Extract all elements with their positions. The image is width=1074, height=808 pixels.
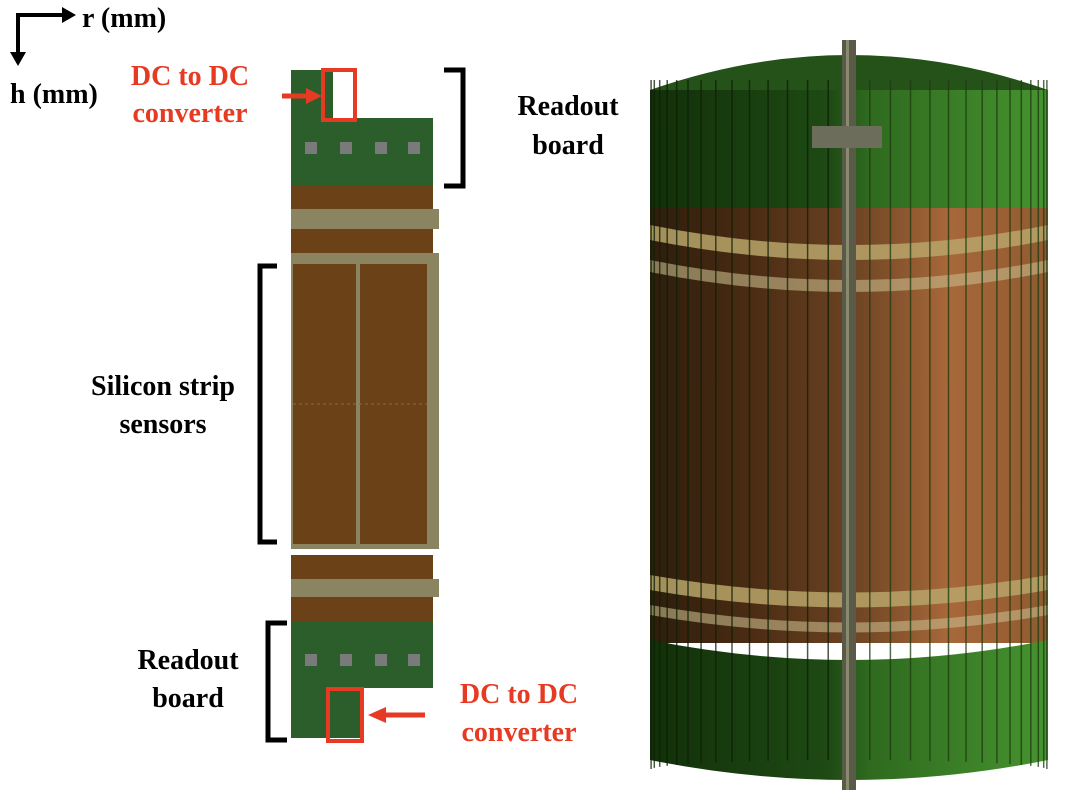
dc-top-label-line2: converter xyxy=(132,98,248,129)
dc-top-label-line1: DC to DC xyxy=(130,61,250,92)
cylinder-center-clamp xyxy=(812,126,882,148)
bottom-dc-arrow-head xyxy=(368,707,386,723)
bracket-top-readout xyxy=(444,67,466,189)
bottom-chip-1 xyxy=(305,654,317,666)
bottom-dc-converter-highlight xyxy=(326,687,364,743)
bottom-chip-4 xyxy=(408,654,420,666)
top-tan-stripe xyxy=(291,209,439,229)
barrel-cylinder xyxy=(650,40,1048,790)
dc-bottom-label-line1: DC to DC xyxy=(459,679,579,710)
top-chip-1 xyxy=(305,142,317,154)
dc-bottom-label-line2: converter xyxy=(461,717,577,748)
bottom-chip-2 xyxy=(340,654,352,666)
r-axis-arrow-head xyxy=(62,7,76,23)
readout-top-label-line2: board xyxy=(532,130,604,161)
h-axis-label: h (mm) xyxy=(10,79,98,110)
cylinder-stave-lines xyxy=(650,80,1048,769)
readout-bottom-label-line2: board xyxy=(152,683,224,714)
axis-indicator xyxy=(10,7,76,66)
top-chip-4 xyxy=(408,142,420,154)
bottom-hybrid-stripe-2 xyxy=(291,597,433,621)
bottom-chip-3 xyxy=(375,654,387,666)
cylinder-center-post-highlight xyxy=(846,40,849,790)
bottom-tan-stripe xyxy=(291,579,439,597)
sensors-label-line1: Silicon strip xyxy=(91,371,235,402)
r-axis-label: r (mm) xyxy=(82,3,167,34)
top-hybrid-stripe-2 xyxy=(291,229,433,253)
top-dc-arrow-head xyxy=(306,88,322,104)
sensor-right xyxy=(360,264,427,544)
stave-schematic xyxy=(282,68,439,743)
bracket-bottom-readout xyxy=(265,620,287,743)
top-hybrid-stripe-1 xyxy=(291,185,433,209)
bracket-sensors xyxy=(257,263,277,545)
h-axis-arrow-head xyxy=(10,52,26,66)
top-chip-3 xyxy=(375,142,387,154)
readout-top-label-line1: Readout xyxy=(517,91,619,122)
sensors-label-line2: sensors xyxy=(119,409,207,440)
top-chip-2 xyxy=(340,142,352,154)
bottom-hybrid-stripe-1 xyxy=(291,555,433,579)
readout-bottom-label-line1: Readout xyxy=(137,645,239,676)
top-dc-converter-highlight xyxy=(321,68,357,122)
